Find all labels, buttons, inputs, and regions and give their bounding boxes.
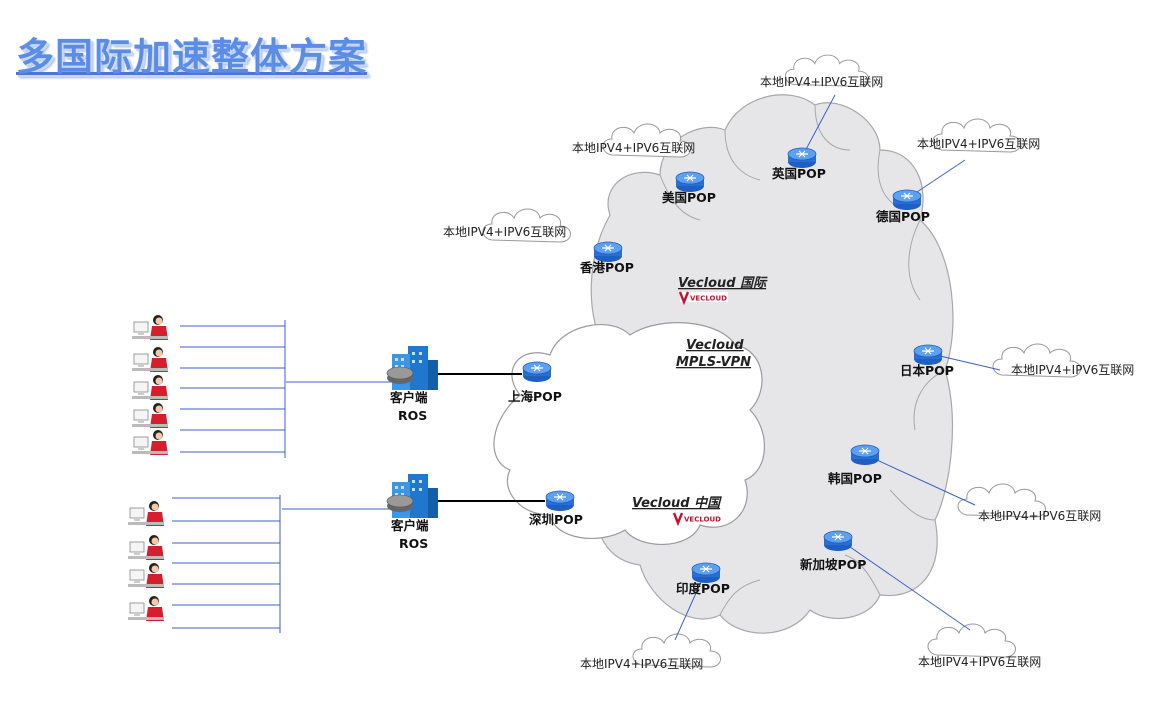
internet-cloud-sg (927, 623, 1016, 658)
pop-label-sg: 新加坡POP (800, 557, 866, 572)
user-icon (131, 314, 169, 341)
router-icon (787, 147, 817, 169)
pop-label-sh: 上海POP (508, 389, 562, 404)
china-cloud-label: Vecloud 中国 (632, 495, 722, 511)
internet-label-kr: 本地IPV4+IPV6互联网 (978, 509, 1101, 523)
router-icon (823, 530, 853, 552)
router-icon (691, 562, 721, 584)
building-icon (386, 345, 439, 391)
internet-label-us: 本地IPV4+IPV6互联网 (572, 141, 695, 155)
mpls-label-line1: Vecloud (686, 338, 744, 353)
page-title: 多国际加速整体方案 (16, 35, 368, 79)
pop-label-in: 印度POP (676, 581, 730, 596)
user-icon (131, 374, 169, 401)
pop-label-us: 美国POP (662, 190, 716, 205)
china-mpls-cloud (493, 322, 765, 546)
pop-label-sz: 深圳POP (529, 512, 583, 527)
router-icon (593, 241, 623, 263)
router-icon (913, 344, 943, 366)
pop-label-hk: 香港POP (579, 260, 634, 275)
pop-label-de: 德国POP (876, 209, 930, 224)
internet-links (674, 94, 1001, 641)
router-icon (892, 189, 922, 211)
pop-label-kr: 韩国POP (828, 471, 882, 486)
internet-label-de: 本地IPV4+IPV6互联网 (917, 137, 1040, 151)
user-icon (127, 534, 165, 561)
international-cloud-label: Vecloud 国际 (678, 276, 768, 291)
router-icon (545, 490, 575, 512)
mpls-label-line2: MPLS-VPN (676, 355, 751, 370)
client-ros-2: ROS (399, 536, 428, 551)
svg-text:VECLOUD: VECLOUD (684, 516, 721, 524)
user-group-1-lines (180, 320, 286, 458)
pop-label-jp: 日本POP (900, 363, 954, 378)
user-icon (131, 429, 169, 456)
user-icon (127, 500, 165, 527)
internet-label-sg: 本地IPV4+IPV6互联网 (918, 655, 1041, 669)
client-ros-1: ROS (398, 408, 427, 423)
user-icon (131, 402, 169, 429)
internet-label-hk: 本地IPV4+IPV6互联网 (443, 225, 566, 239)
user-icon (131, 346, 169, 373)
user-group-2-lines (172, 495, 281, 633)
user-icon (127, 595, 165, 622)
client-label-2: 客户端 (390, 518, 429, 533)
cloud-arcs (659, 104, 946, 616)
vecloud-logo: VECLOUD (678, 290, 730, 304)
pop-label-uk: 英国POP (772, 166, 826, 181)
client-links (282, 373, 545, 510)
internet-label-uk: 本地IPV4+IPV6互联网 (760, 75, 883, 89)
vecloud-logo: VECLOUD (672, 511, 724, 525)
internet-label-in: 本地IPV4+IPV6互联网 (580, 657, 703, 671)
router-icon (850, 444, 880, 466)
client-label-1: 客户端 (389, 390, 428, 405)
router-icon (675, 171, 705, 193)
router-icon (522, 361, 552, 383)
user-icon (127, 562, 165, 589)
svg-text:VECLOUD: VECLOUD (690, 295, 727, 303)
internet-label-jp: 本地IPV4+IPV6互联网 (1011, 363, 1134, 377)
building-icon (386, 473, 439, 519)
